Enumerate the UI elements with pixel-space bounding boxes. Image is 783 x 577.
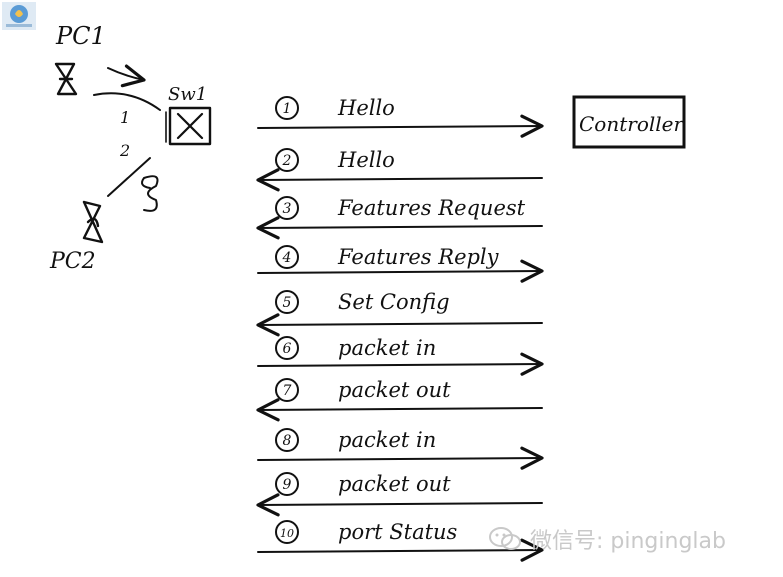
message-row-9: 9 packet out: [258, 472, 542, 505]
message-label: port Status: [338, 520, 458, 544]
message-label: Features Request: [337, 196, 526, 220]
arrow-to-controller: [258, 458, 542, 460]
step-number: 1: [283, 101, 292, 117]
message-label: packet out: [338, 378, 451, 402]
step-number: 6: [283, 341, 292, 357]
message-label: Features Reply: [337, 245, 500, 269]
step-number: 8: [283, 433, 292, 449]
watermark-text: 微信号: pinginglab: [530, 523, 726, 555]
message-row-6: 6 packet in: [258, 336, 542, 366]
arrow-to-controller: [258, 271, 542, 273]
step-number: 5: [283, 295, 292, 311]
message-label: Hello: [337, 148, 395, 172]
wechat-watermark: 微信号: pinginglab: [488, 521, 778, 557]
message-label: packet out: [338, 472, 451, 496]
message-row-3: 3 Features Request: [258, 196, 542, 228]
step-number: 7: [283, 383, 292, 399]
message-row-4: 4 Features Reply: [258, 245, 542, 273]
pc1-host-icon: [56, 64, 76, 94]
message-row-7: 7 packet out: [258, 378, 542, 410]
step-number: 9: [283, 477, 292, 493]
switch-label: Sw1: [168, 84, 207, 105]
message-label: packet in: [338, 336, 436, 360]
arrow-to-controller: [258, 126, 542, 128]
link-2-line: [108, 158, 150, 196]
message-label: Set Config: [338, 290, 450, 314]
message-row-1: 1 Hello: [258, 96, 542, 128]
wechat-icon: [488, 525, 522, 553]
switch-icon: [166, 108, 210, 144]
step-number: 4: [282, 250, 292, 266]
link-1-label: 1: [120, 108, 130, 127]
pc1-label: PC1: [55, 22, 106, 50]
pc1-to-switch-arrow: [108, 68, 144, 80]
link-2-label: 2: [119, 141, 130, 160]
pc2-label: PC2: [49, 249, 96, 274]
message-label: packet in: [338, 428, 436, 452]
message-label: Hello: [337, 96, 395, 120]
pc2-to-switch-arrow: [142, 176, 158, 211]
arrow-to-switch: [258, 503, 542, 505]
arrow-to-switch: [258, 323, 542, 325]
pc2-host-icon: [84, 202, 102, 242]
arrow-to-switch: [258, 408, 542, 410]
step-number: 2: [282, 153, 292, 169]
arrow-to-switch: [258, 226, 542, 228]
arrow-to-switch: [258, 178, 542, 180]
message-row-8: 8 packet in: [258, 428, 542, 460]
message-row-2: 2 Hello: [258, 148, 542, 180]
controller-label: Controller: [579, 112, 684, 136]
arrow-to-controller: [258, 364, 542, 366]
step-number: 3: [283, 201, 292, 217]
message-row-5: 5 Set Config: [258, 290, 542, 325]
step-number: 10: [280, 527, 294, 540]
